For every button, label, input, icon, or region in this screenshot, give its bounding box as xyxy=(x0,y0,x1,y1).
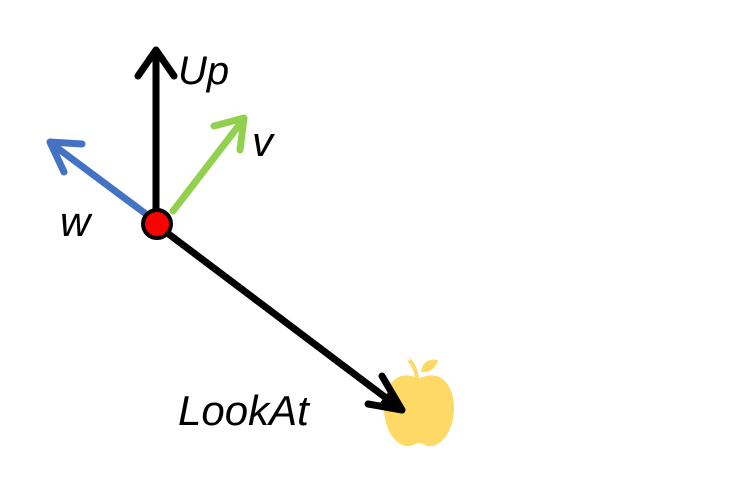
look-at-label: LookAt xyxy=(178,387,311,434)
look-at-arrow xyxy=(154,222,406,414)
v-arrow xyxy=(169,114,248,215)
w-arrow xyxy=(46,138,150,218)
apple-icon xyxy=(384,358,454,447)
eye-point-icon xyxy=(141,208,173,240)
w-label: w xyxy=(60,198,93,245)
v-label: v xyxy=(252,118,276,165)
up-label: Up xyxy=(178,49,229,93)
up-arrow xyxy=(134,46,178,228)
